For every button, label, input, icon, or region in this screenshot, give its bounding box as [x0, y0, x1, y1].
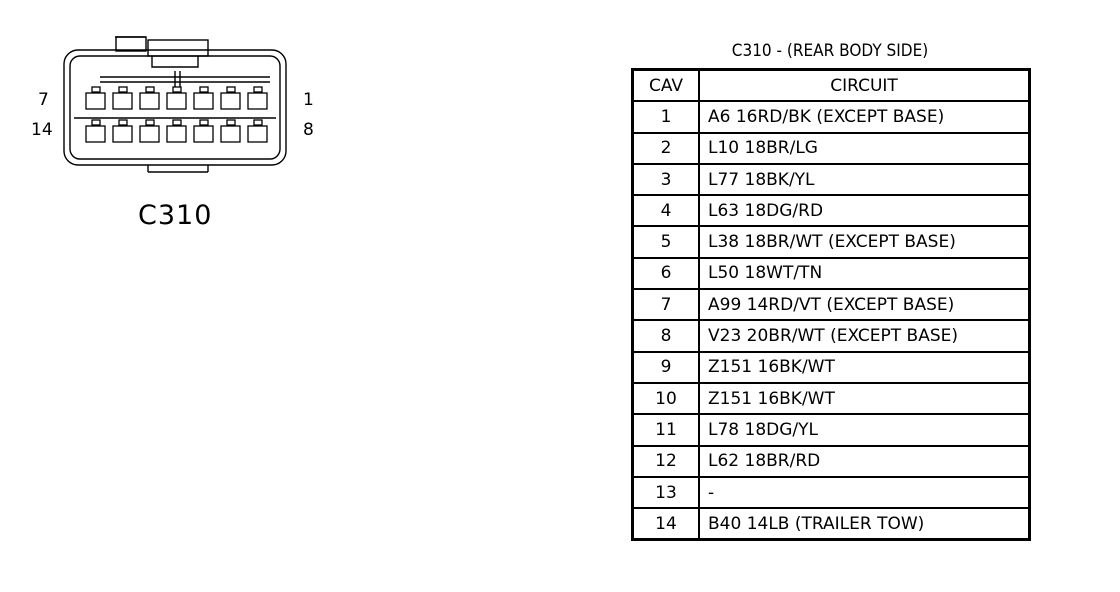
table-row: 13-: [631, 475, 1031, 510]
circuit-cell: L38 18BR/WT (EXCEPT BASE): [698, 225, 1031, 259]
cav-cell: 1: [631, 100, 700, 134]
cav-cell: 14: [631, 507, 700, 541]
circuit-cell: Z151 16BK/WT: [698, 350, 1031, 384]
connector-face-icon: 7 14 1 8: [31, 36, 314, 173]
header-circuit: CIRCUIT: [698, 68, 1031, 103]
circuit-cell: A6 16RD/BK (EXCEPT BASE): [698, 100, 1031, 134]
circuit-cell: L10 18BR/LG: [698, 131, 1031, 165]
cav-cell: 2: [631, 131, 700, 165]
cav-cell: 8: [631, 319, 700, 353]
cav-cell: 5: [631, 225, 700, 259]
header-cav: CAV: [631, 68, 700, 103]
circuit-cell: -: [698, 475, 1031, 510]
connector-name: C310: [138, 200, 213, 231]
circuit-cell: L63 18DG/RD: [698, 194, 1031, 228]
cav-cell: 10: [631, 381, 700, 416]
connector-drawing: 7 14 1 8: [20, 25, 340, 245]
table-title: C310 - (REAR BODY SIDE): [731, 41, 929, 61]
table-header-row: CAV CIRCUIT: [631, 68, 1031, 103]
cav-cell: 13: [631, 475, 700, 510]
circuit-cell: Z151 16BK/WT: [698, 381, 1031, 416]
circuit-cell: L78 18DG/YL: [698, 413, 1031, 447]
pin-label-14: 14: [31, 120, 53, 140]
circuit-cell: L62 18BR/RD: [698, 444, 1031, 478]
circuit-cell: L77 18BK/YL: [698, 162, 1031, 197]
pin-label-7: 7: [38, 90, 49, 110]
cav-cell: 7: [631, 288, 700, 322]
circuit-cell: A99 14RD/VT (EXCEPT BASE): [698, 288, 1031, 322]
circuit-cell: L50 18WT/TN: [698, 256, 1031, 291]
cav-cell: 6: [631, 256, 700, 291]
pin-label-1: 1: [303, 90, 314, 110]
pin-label-8: 8: [303, 120, 314, 140]
cav-cell: 9: [631, 350, 700, 384]
cav-cell: 11: [631, 413, 700, 447]
cav-cell: 3: [631, 162, 700, 197]
cav-cell: 4: [631, 194, 700, 228]
circuit-cell: B40 14LB (TRAILER TOW): [698, 507, 1031, 541]
circuit-cell: V23 20BR/WT (EXCEPT BASE): [698, 319, 1031, 353]
cav-cell: 12: [631, 444, 700, 478]
